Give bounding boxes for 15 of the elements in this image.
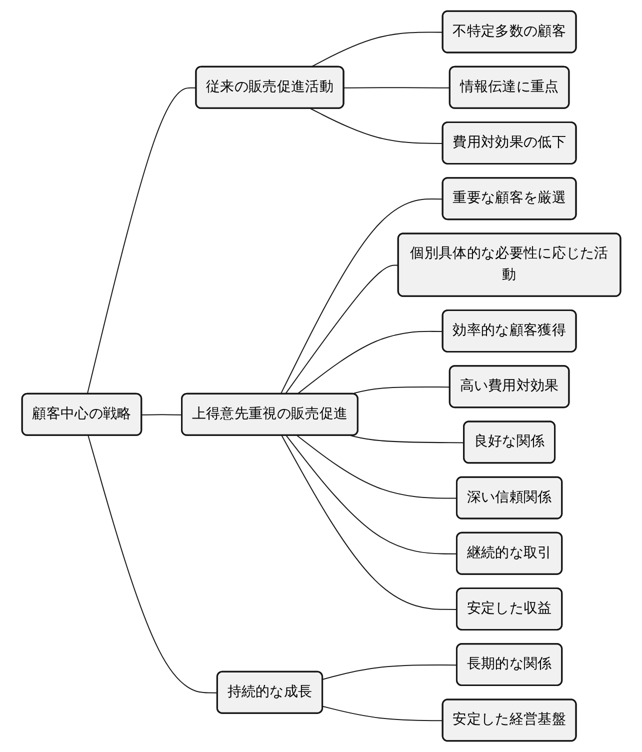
connector: [286, 435, 457, 554]
connector: [87, 436, 218, 694]
connector: [86, 87, 196, 394]
connector: [284, 264, 398, 394]
connector: [322, 706, 443, 722]
connector: [142, 414, 182, 416]
connector: [310, 108, 443, 144]
connector: [280, 198, 443, 394]
connector: [344, 87, 450, 88]
connector: [296, 330, 443, 395]
connector: [322, 664, 457, 680]
connector: [350, 435, 464, 444]
connector: [310, 32, 443, 68]
connector: [281, 435, 457, 610]
connector: [296, 435, 457, 499]
